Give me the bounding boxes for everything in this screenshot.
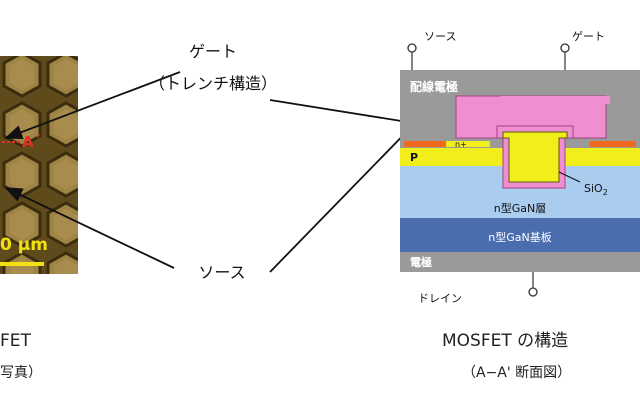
n-gan-layer-label: n型GaN層 [494, 201, 546, 215]
source-terminal [407, 43, 417, 53]
source-callout-label: ソース [198, 263, 245, 282]
n-plus-label: n+ [455, 140, 467, 149]
gate-terminal [560, 43, 570, 53]
source-arrow-left [4, 187, 175, 269]
source-terminal-label: ソース [424, 30, 456, 43]
sio2-label: SiO2 [584, 182, 608, 197]
photo-caption-title: FET [0, 331, 32, 351]
scale-label: 0 µm [0, 235, 48, 255]
drain-terminal [528, 287, 538, 297]
trench-gate [502, 131, 568, 183]
drain-terminal-label: ドレイン [418, 292, 462, 305]
scale-bar [0, 262, 44, 266]
gate-callout-sublabel: （トレンチ構造） [149, 74, 277, 93]
n-plus-right [590, 141, 636, 147]
structure-caption-sub: （A−A' 断面図） [462, 365, 571, 381]
n-gan-substrate [400, 218, 640, 252]
micrograph-photo: A´ 0 µm [0, 56, 78, 274]
n-plus-left [404, 141, 446, 147]
structure-caption-title: MOSFET の構造 [442, 331, 568, 351]
source-arrow-right [269, 116, 422, 273]
drain-electrode [400, 252, 640, 272]
drain-electrode-label: 電極 [410, 255, 432, 269]
gate-callout-label: ゲート [189, 42, 237, 61]
photo-caption-sub: 写真） [0, 365, 42, 381]
gate-arrow-left [4, 71, 181, 139]
n-gan-substrate-label: n型GaN基板 [488, 230, 551, 244]
gate-terminal-label: ゲート [572, 30, 605, 43]
mosfet-cross-section: ソース ゲート 配線電極 n+ P n型GaN層 SiO2 n型GaN基板 電極 [400, 30, 640, 305]
p-layer-label: P [410, 151, 418, 164]
marker-label: A´ [22, 133, 41, 151]
hex-cell-pattern [0, 56, 78, 274]
wiring-electrode-label: 配線電極 [410, 79, 458, 94]
